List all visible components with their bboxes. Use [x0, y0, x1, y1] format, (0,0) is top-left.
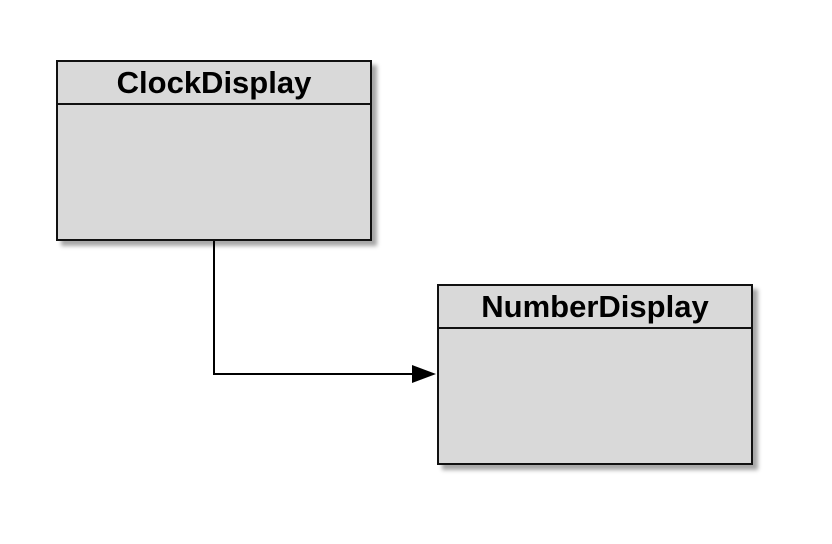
class-box-clockdisplay: ClockDisplay: [56, 60, 372, 241]
class-name-clockdisplay: ClockDisplay: [58, 62, 370, 105]
class-name-numberdisplay: NumberDisplay: [439, 286, 751, 329]
arrowhead-icon: [412, 365, 436, 383]
association-line: [213, 241, 414, 375]
class-box-numberdisplay: NumberDisplay: [437, 284, 753, 465]
